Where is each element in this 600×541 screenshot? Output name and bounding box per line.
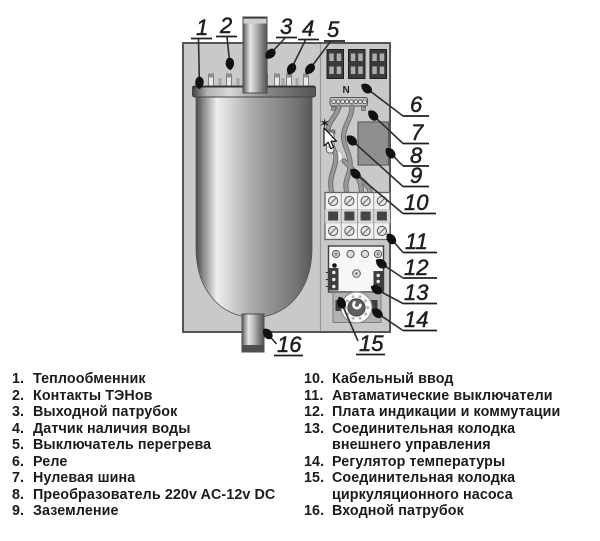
legend-item: 12.Плата индикации и коммутации — [304, 404, 561, 420]
callout-number-1: 1 — [196, 15, 208, 40]
mouse-cursor — [323, 127, 338, 150]
callout-line-1 — [195, 38, 204, 90]
callout-line-10 — [349, 168, 404, 215]
callout-number-15: 15 — [359, 331, 384, 356]
relay-block — [348, 49, 366, 79]
legend-item: 4.Датчик наличия воды — [12, 420, 191, 437]
inlet-pipe — [241, 313, 265, 353]
converter-220v-12v — [357, 121, 390, 166]
callout-number-14: 14 — [404, 307, 428, 332]
legend-item-continuation: внешнего управления — [332, 437, 491, 453]
callout-line-2 — [225, 36, 235, 71]
legend-item-continuation: циркуляционного насоса — [332, 486, 513, 503]
callout-line-4 — [286, 39, 307, 75]
legend-item: 2.Контакты ТЭНов — [12, 387, 153, 404]
legend-left-column: 1.Теплообменник 2.Контакты ТЭНов 3.Выход… — [12, 371, 300, 520]
callout-number-6: 6 — [410, 92, 423, 117]
callout-line-16 — [262, 328, 278, 345]
callout-line-12 — [375, 258, 404, 279]
callout-number-10: 10 — [404, 190, 429, 215]
callout-number-3: 3 — [280, 14, 293, 39]
pump-terminal — [325, 268, 339, 291]
relays — [326, 49, 387, 79]
callout-line-13 — [370, 285, 404, 305]
callout-number-8: 8 — [410, 143, 423, 168]
legend-item: 14.Регулятор температуры — [304, 453, 506, 470]
legend-item: 10.Кабельный ввод — [304, 371, 454, 387]
callout-line-7 — [367, 110, 404, 145]
relay-block — [326, 49, 344, 79]
callout-line-14 — [371, 308, 404, 332]
legend-item: 8.Преобразователь 220v AC-12v DC — [12, 486, 276, 503]
callout-line-9 — [346, 135, 404, 188]
heat-exchanger-tank — [192, 73, 316, 318]
callout-leaders — [195, 36, 404, 345]
relay-block — [369, 49, 387, 79]
legend-right-column: 10.Кабельный ввод 11.Автаматические выкл… — [304, 371, 598, 520]
tank-body — [195, 92, 313, 318]
legend-item: 5.Выключатель перегрева — [12, 437, 212, 453]
callout-line-15 — [337, 296, 359, 342]
callout-number-5: 5 — [327, 17, 340, 42]
callout-line-5 — [305, 41, 332, 75]
callout-number-9: 9 — [410, 163, 422, 188]
callout-number-13: 13 — [404, 280, 429, 305]
callout-number-7: 7 — [411, 120, 424, 145]
legend-item: 16.Входной патрубок — [304, 503, 464, 519]
neutral-bus: N — [329, 85, 368, 111]
knob-pointer — [352, 300, 362, 310]
legend-item: 13.Соединительная колодка — [304, 420, 516, 437]
legend-item: 7.Нулевая шина — [12, 470, 136, 486]
callout-line-8 — [385, 147, 404, 167]
legend-item: 6.Реле — [12, 453, 68, 470]
indication-board — [325, 245, 385, 293]
temperature-knob — [332, 291, 382, 324]
callout-underlines — [191, 35, 437, 357]
outlet-pipe — [242, 16, 268, 94]
callout-number-2: 2 — [219, 13, 232, 38]
callout-numbers: 1 2 3 4 5 6 7 8 9 10 11 12 13 14 15 16 — [191, 13, 437, 357]
legend-item: 1.Теплообменник — [12, 371, 146, 387]
callout-number-4: 4 — [302, 16, 314, 41]
boiler-diagram-svg: N — [182, 13, 437, 357]
callout-line-6 — [361, 83, 404, 117]
callout-number-12: 12 — [404, 255, 428, 280]
legend-item: 11.Автаматические выключатели — [304, 387, 553, 404]
callout-line-11 — [386, 233, 404, 254]
callout-number-11: 11 — [405, 229, 428, 254]
callout-number-16: 16 — [277, 332, 302, 357]
legend-item: 3.Выходной патрубок — [12, 404, 178, 420]
ground-star-icon: ✶ — [319, 116, 330, 131]
circuit-breakers — [324, 191, 391, 241]
legend-item: 15.Соединительная колодка — [304, 470, 516, 486]
neutral-label: N — [343, 85, 350, 96]
legend-item: 9.Заземление — [12, 503, 119, 519]
callout-line-3 — [265, 37, 286, 60]
